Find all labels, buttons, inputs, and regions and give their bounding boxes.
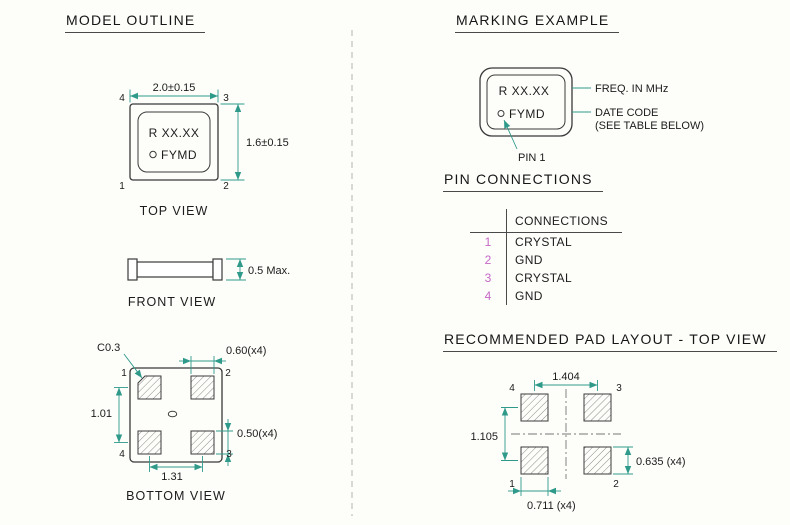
- pin-number: 2: [223, 181, 229, 192]
- land-pad-2: [583, 446, 612, 475]
- pin-number-cell: 3: [484, 271, 492, 285]
- pin-number: 2: [613, 479, 619, 490]
- front-view-caption: FRONT VIEW: [128, 295, 216, 309]
- pin-connections-table: CONNECTIONS 1 CRYSTAL 2 GND 3 CRYSTAL 4 …: [470, 209, 622, 305]
- table-row: 2 GND: [470, 251, 622, 269]
- pad-layout-dimension-lines: [501, 380, 633, 496]
- pin-number: 4: [119, 93, 125, 104]
- top-view-caption: TOP VIEW: [140, 204, 209, 218]
- pin1-dot-icon: [497, 110, 505, 117]
- pad-3: [190, 430, 215, 455]
- pin-number: 3: [226, 449, 232, 460]
- height-dimension-label: 1.6±0.15: [246, 137, 289, 149]
- marking-line2: FYMD: [509, 107, 545, 121]
- vertical-pitch-dimension-label: 1.01: [91, 408, 112, 420]
- pin-number: 3: [616, 383, 622, 394]
- section-title-pad-layout: RECOMMENDED PAD LAYOUT - TOP VIEW: [443, 331, 777, 352]
- top-view-drawing: R XX.XX FYMD 2.0±0.15 1.6±0.15 4 3 1 2 T…: [119, 82, 289, 218]
- connection-cell: CRYSTAL: [506, 269, 622, 287]
- pin-number: 1: [121, 368, 127, 379]
- horizontal-pitch-dimension-label: 1.31: [161, 471, 182, 483]
- pad-layout-pin-numbers: 4 3 1 2: [509, 383, 622, 490]
- table-row: 1 CRYSTAL: [470, 233, 622, 251]
- marking-line1: R XX.XX: [149, 126, 200, 140]
- top-view-pin-numbers: 4 3 1 2: [119, 93, 229, 192]
- date-code-callout-note: (SEE TABLE BELOW): [595, 120, 704, 132]
- front-body-outline: [136, 261, 214, 278]
- pad-height-dimension-label: 0.50(x4): [237, 428, 277, 440]
- callout-leader-lines: [503, 87, 591, 150]
- pad-height-label: 0.635 (x4): [636, 456, 686, 468]
- table-row: 4 GND: [470, 287, 622, 305]
- section-title-marking-example: MARKING EXAMPLE: [455, 12, 620, 33]
- package-body-outline: [129, 103, 219, 181]
- table-row: 3 CRYSTAL: [470, 269, 622, 287]
- front-view-drawing: 0.5 Max. FRONT VIEW: [127, 258, 290, 309]
- freq-callout-label: FREQ. IN MHz: [595, 83, 668, 95]
- width-dimension-label: 2.0±0.15: [153, 82, 196, 94]
- pin-number: 1: [509, 479, 515, 490]
- date-code-callout-label: DATE CODE: [595, 107, 658, 119]
- pad-width-dimension-label: 0.60(x4): [226, 345, 266, 357]
- pin-number: 4: [119, 449, 125, 460]
- land-pad-1: [520, 446, 549, 475]
- section-title-model-outline: MODEL OUTLINE: [65, 12, 206, 33]
- pad-2: [190, 375, 215, 400]
- left-terminal: [127, 258, 138, 281]
- land-pad-3: [583, 393, 612, 422]
- connection-cell: CRYSTAL: [506, 233, 622, 251]
- marking-line2: FYMD: [161, 148, 197, 162]
- marking-example-drawing: R XX.XX FYMD FREQ. IN MHz DATE CODE (SEE…: [479, 67, 704, 164]
- connection-cell: GND: [506, 251, 622, 269]
- front-view-dimension-lines: [226, 258, 246, 281]
- marking-line1: R XX.XX: [499, 84, 550, 98]
- pad-horizontal-pitch-label: 1.404: [552, 371, 580, 383]
- marking-area-outline: [137, 111, 211, 173]
- pad-layout-drawing: 1.404 1.105 0.635 (x4) 0.711 (x4) 4 3 1 …: [470, 371, 685, 512]
- thickness-dimension-label: 0.5 Max.: [248, 265, 290, 277]
- bottom-view-caption: BOTTOM VIEW: [126, 489, 226, 503]
- bottom-view-drawing: C0.3 0.60(x4) 1.01 0.50(x4) 1.31 1 2 4 3…: [91, 342, 278, 503]
- pin-number: 3: [223, 93, 229, 104]
- chamfer-dimension-label: C0.3: [97, 342, 120, 354]
- pin-number: 4: [509, 383, 515, 394]
- pin-number-cell: 4: [484, 289, 492, 303]
- pin-number-cell: 1: [484, 235, 492, 249]
- connections-column-header: CONNECTIONS: [506, 209, 622, 232]
- pad-width-label: 0.711 (x4): [527, 500, 576, 512]
- table-header-row: CONNECTIONS: [470, 209, 622, 233]
- pin-number: 1: [119, 181, 125, 192]
- bottom-view-dimension-lines: [114, 353, 233, 472]
- right-terminal: [212, 258, 223, 281]
- connection-cell: GND: [506, 287, 622, 305]
- pad-4: [137, 430, 162, 455]
- pin-number: 2: [225, 368, 231, 379]
- land-pad-4: [520, 393, 549, 422]
- center-mark-icon: [167, 410, 178, 418]
- pad-1-chamfered: [137, 375, 162, 400]
- section-title-pin-connections: PIN CONNECTIONS: [443, 171, 603, 192]
- marking-package-outline: [479, 67, 573, 137]
- pin1-dot-icon: [149, 150, 157, 159]
- pad-vertical-pitch-label: 1.105: [470, 431, 498, 443]
- pin-number-cell: 2: [484, 253, 492, 267]
- bottom-view-pin-numbers: 1 2 4 3: [119, 368, 232, 460]
- top-view-dimension-lines: [129, 89, 245, 181]
- marking-area-outline: [486, 74, 566, 130]
- bottom-body-outline: [129, 367, 223, 463]
- pin1-callout-label: PIN 1: [518, 152, 546, 164]
